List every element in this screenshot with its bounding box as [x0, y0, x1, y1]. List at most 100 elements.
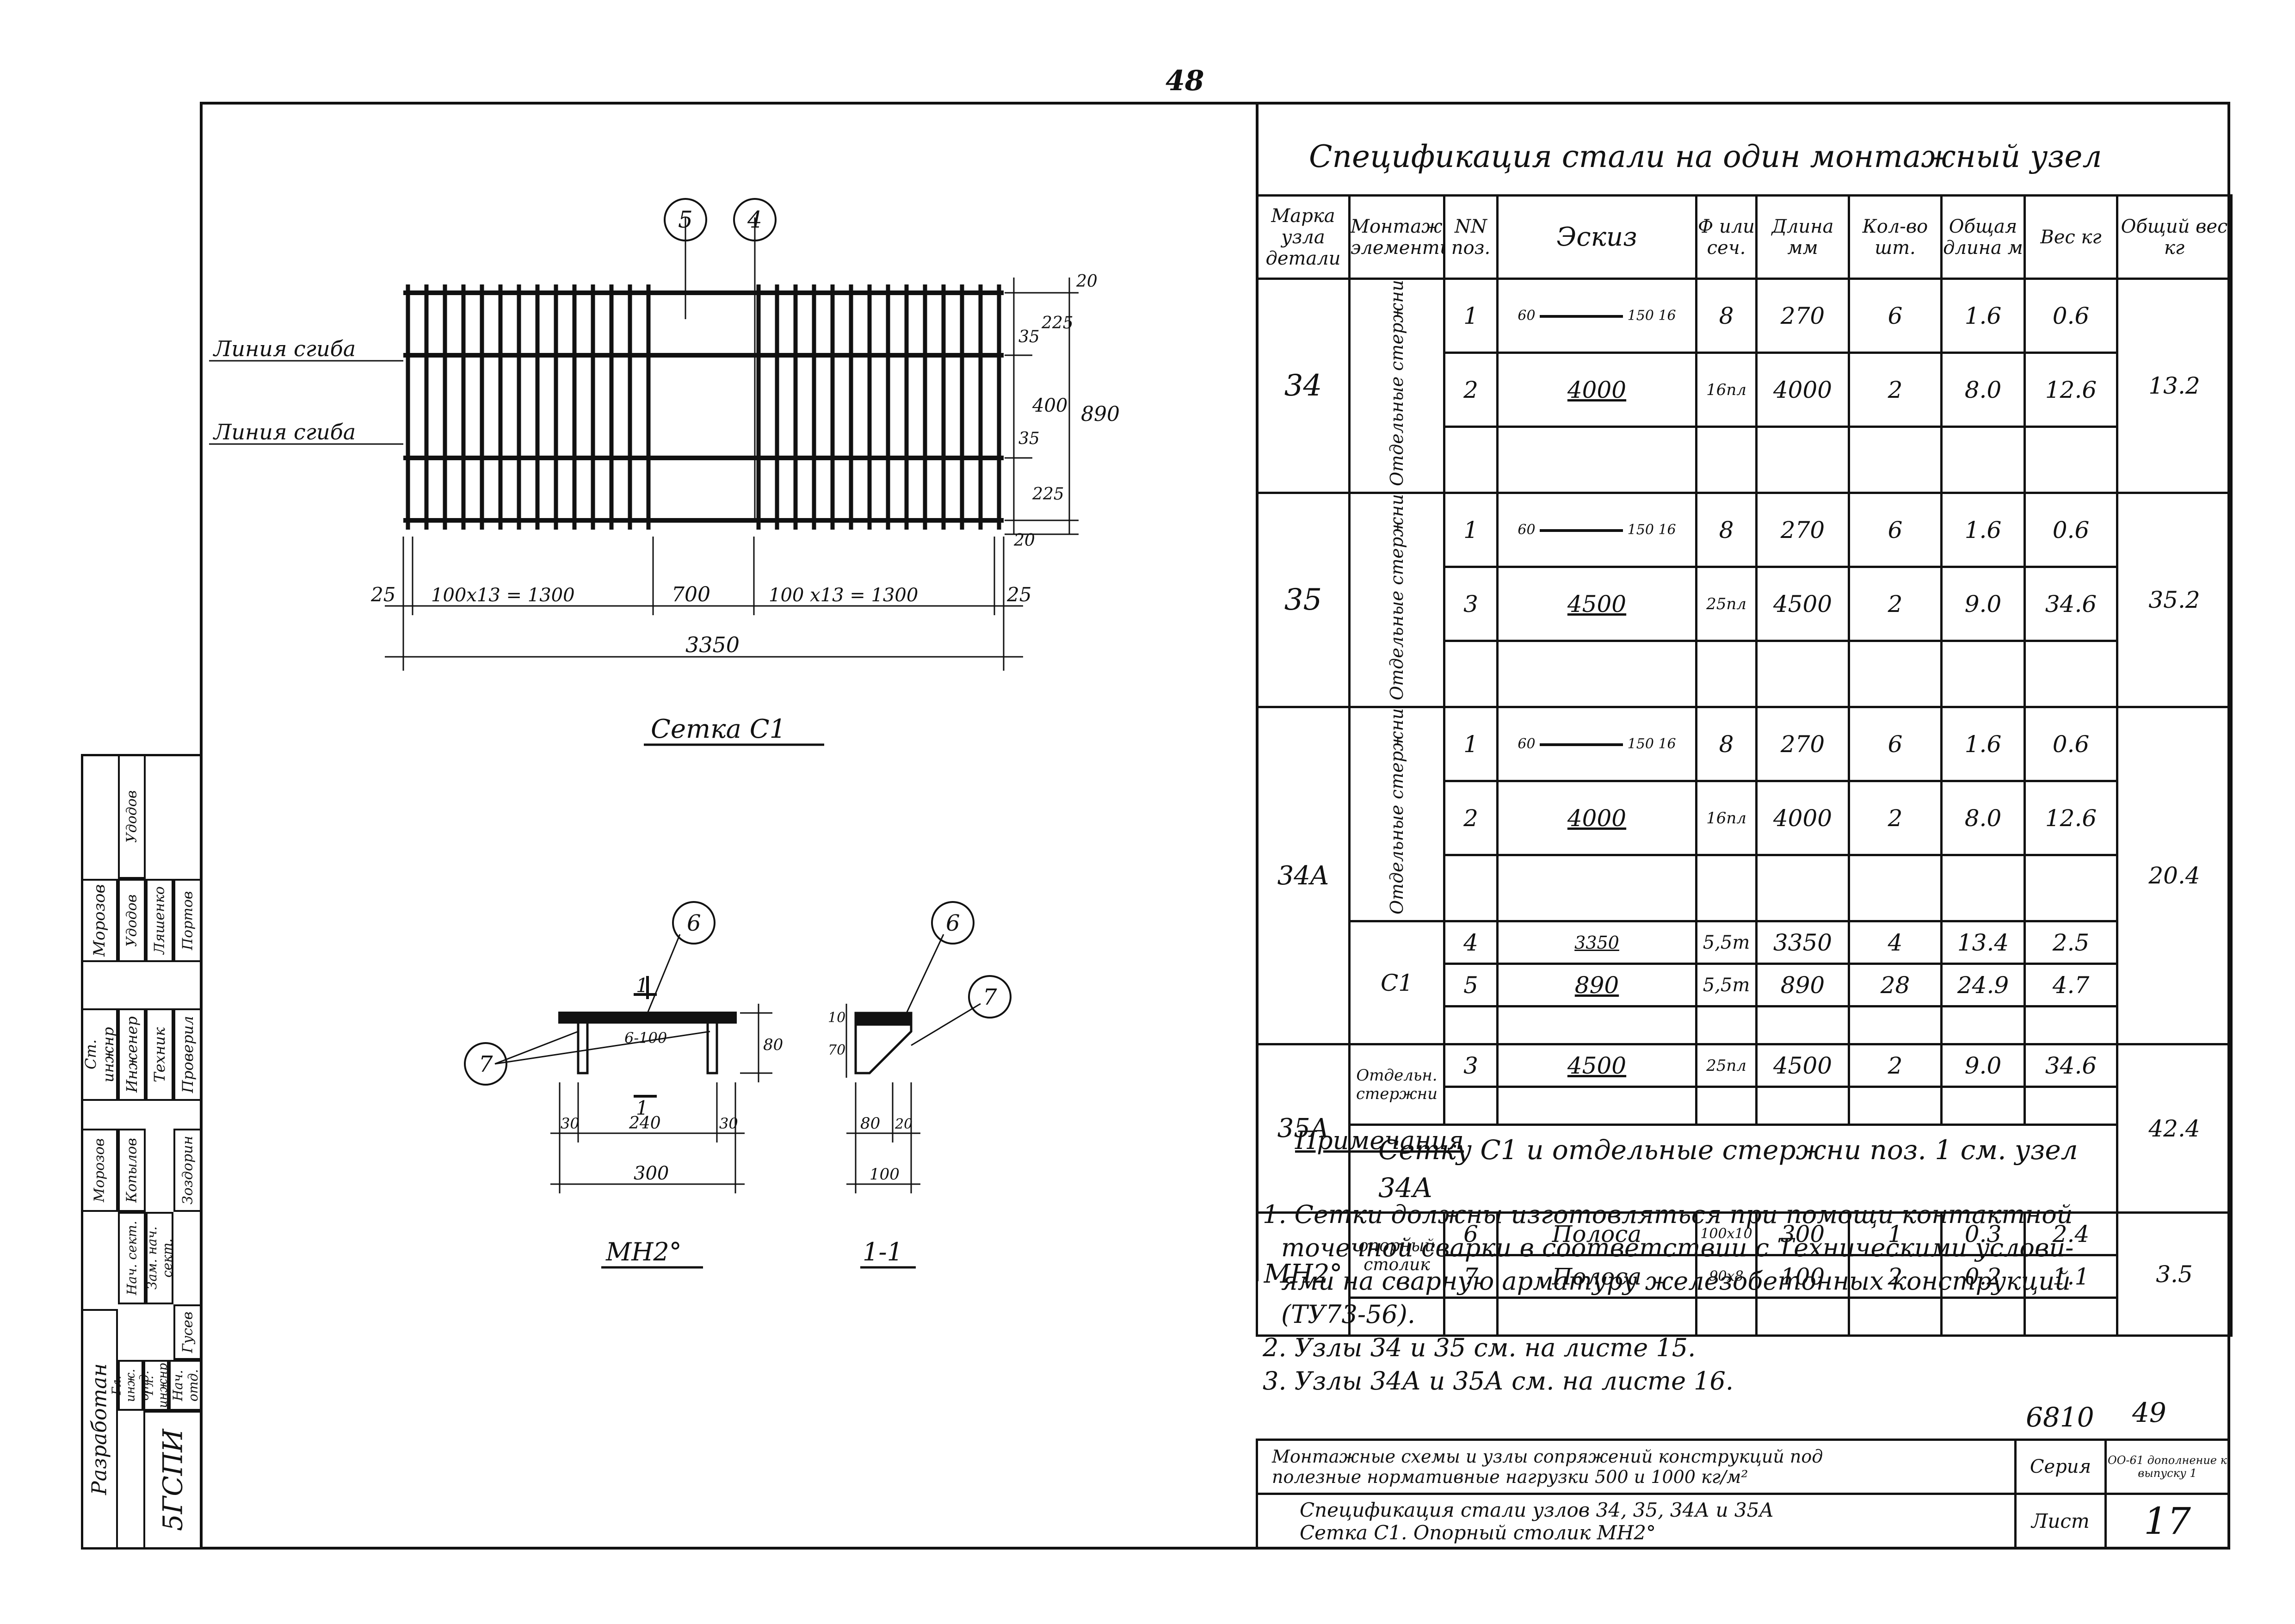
sketch-dim: 16	[1658, 522, 1676, 538]
dim-v-225a: 225	[1041, 314, 1073, 333]
qty-cell: 2	[1848, 1043, 1943, 1088]
empty-cell	[2024, 1297, 2118, 1337]
mn2-dim-30b: 30	[719, 1115, 738, 1132]
sec-cell: 25пл	[1695, 1043, 1758, 1088]
dim-left-span: 100x13 = 1300	[431, 585, 575, 606]
stamp-series-label: Серия	[2014, 1439, 2107, 1495]
pos-cell: 5	[1443, 963, 1499, 1008]
empty-cell	[1848, 426, 1943, 494]
empty-cell	[1695, 640, 1758, 709]
len-cell: 4000	[1755, 780, 1850, 857]
elem-cell: Отдельные стержни	[1348, 277, 1445, 494]
weight-cell: 12.6	[2024, 780, 2118, 857]
side-name: Удодов	[118, 879, 146, 962]
mn2-caption: МН2°	[605, 1237, 682, 1266]
sketch-dim: 16	[1658, 736, 1676, 753]
weight-cell: 0.6	[2024, 706, 2118, 783]
sketch-cell: 60 150 16	[1496, 277, 1697, 354]
empty-cell	[1940, 640, 2026, 709]
empty-cell	[1940, 1297, 2026, 1337]
stamp-subtitle-cell: Спецификация стали узлов 34, 35, 34А и 3…	[1256, 1493, 2017, 1550]
side-name: Портов	[173, 879, 202, 962]
sec-cell: 100x10	[1695, 1211, 1758, 1257]
elem-cell: Отдельн. стержни	[1348, 1043, 1445, 1126]
table-row: 34 Отдельные стержни 1 60 150 16 8 270 6…	[1256, 277, 2233, 494]
stamp-sheet-label: Лист	[2014, 1493, 2107, 1550]
qty-cell: 6	[1848, 706, 1943, 783]
stamp-sheet-value: 17	[2104, 1493, 2230, 1550]
pos-cell: 1	[1443, 492, 1499, 568]
empty-cell	[1496, 1005, 1697, 1046]
totlen-cell: 1.6	[1940, 277, 2026, 354]
qty-cell: 28	[1848, 963, 1943, 1008]
empty-cell	[1496, 854, 1697, 923]
mesh-c1-drawing: 5 4 Линия сгиба Линия сгиба 20 225 35 40…	[209, 198, 1120, 746]
sketch-cell: 4500	[1496, 1043, 1697, 1088]
dim-v-400: 400	[1032, 395, 1067, 416]
totlen-cell: 8.0	[1940, 352, 2026, 428]
table-row: 2 4000 16пл 4000 2 8.0 12.6	[1257, 780, 2232, 857]
empty-cell	[1940, 854, 2026, 923]
totlen-cell: 13.4	[1940, 920, 2026, 965]
merged-note-cell: Сетку С1 и отдельные стержни поз. 1 см. …	[1348, 1124, 2118, 1214]
table-row-empty	[1257, 1086, 2232, 1126]
table-row: МН2° опорный столик 6 Полоса 100x10 300 …	[1256, 1211, 2233, 1337]
spec-header-row: Марка узла детали Монтаж. элементы NN по…	[1256, 194, 2233, 280]
side-stamp	[81, 754, 202, 1550]
mn2-dim-30a: 30	[561, 1115, 580, 1132]
note-line: 2. Узлы 34 и 35 см. на листе 15.	[1263, 1333, 1696, 1362]
sketch-cell: 3350	[1496, 920, 1697, 965]
totlen-cell: 9.0	[1940, 1043, 2026, 1088]
totlen-cell: 0.3	[1940, 1211, 2026, 1257]
side-name: Копылов	[118, 1129, 146, 1212]
note-line: ями на сварную арматуру железобетонных к…	[1281, 1266, 2071, 1296]
weight-cell: 2.4	[2024, 1211, 2118, 1257]
empty-cell	[1695, 854, 1758, 923]
empty-cell	[1443, 1297, 1499, 1337]
sketch-cell: 4000	[1496, 780, 1697, 857]
table-row: 2 4000 16пл 4000 2 8.0 12.6	[1257, 352, 2232, 428]
side-role: Техник	[146, 1008, 173, 1101]
sec11-dim-80: 80	[860, 1114, 880, 1133]
empty-cell	[2024, 1005, 2118, 1046]
spec-title: Спецификация стали на один монтажный узе…	[1309, 139, 2102, 174]
pos-cell: 3	[1443, 566, 1499, 642]
mesh-callout-4: 4	[747, 206, 762, 233]
sketch-cell: 4000	[1496, 352, 1697, 428]
dim-middle: 700	[672, 583, 710, 606]
dim-v-35b: 35	[1018, 429, 1040, 448]
totlen-cell: 24.9	[1940, 963, 2026, 1008]
empty-cell	[1496, 426, 1697, 494]
len-cell: 270	[1755, 277, 1850, 354]
table-row: 7 Полоса 90x8 100 2 0.2 1.1	[1257, 1254, 2232, 1299]
len-cell: 100	[1755, 1254, 1850, 1299]
side-role: Ст. инжнр	[81, 1008, 118, 1101]
side-name: Ляшенко	[146, 879, 173, 962]
mn2-section-mark-top: 1	[636, 974, 648, 997]
side-role: Инженер	[118, 1008, 146, 1101]
empty-cell	[1755, 1086, 1850, 1126]
mn2-drawing: 6 7 1 1 6-100 80 30 240 30 300 МН2° 6 7 …	[464, 901, 1012, 1269]
empty-cell	[1848, 1086, 1943, 1126]
empty-cell	[1695, 1297, 1758, 1337]
mesh-callout-5: 5	[678, 206, 693, 233]
totlen-cell: 8.0	[1940, 780, 2026, 857]
qty-cell: 4	[1848, 920, 1943, 965]
total-cell: 20.4	[2116, 706, 2233, 1046]
mesh-caption: Сетка С1	[651, 714, 786, 744]
empty-cell	[1443, 854, 1499, 923]
side-developed: Разработан	[81, 1309, 118, 1550]
table-row-empty	[1257, 1297, 2232, 1337]
stamp-series-value: ОО-61 дополнение к выпуску 1	[2104, 1439, 2230, 1495]
empty-cell	[1443, 426, 1499, 494]
side-role: Нач. сект.	[118, 1212, 146, 1304]
note-line: 3. Узлы 34А и 35А см. на листе 16.	[1263, 1366, 1734, 1396]
dim-v-35a: 35	[1018, 327, 1040, 346]
bend-line-label-2: Линия сгиба	[213, 420, 356, 445]
empty-cell	[2024, 640, 2118, 709]
table-row: 5 890 5,5т 890 28 24.9 4.7	[1257, 963, 2232, 1008]
qty-cell: 2	[1848, 780, 1943, 857]
side-role: Нач. отд.	[169, 1360, 202, 1411]
sec-cell: 5,5т	[1695, 963, 1758, 1008]
table-row: 35A Отдельн. стержни 3 4500 25пл 4500 2 …	[1256, 1043, 2233, 1214]
